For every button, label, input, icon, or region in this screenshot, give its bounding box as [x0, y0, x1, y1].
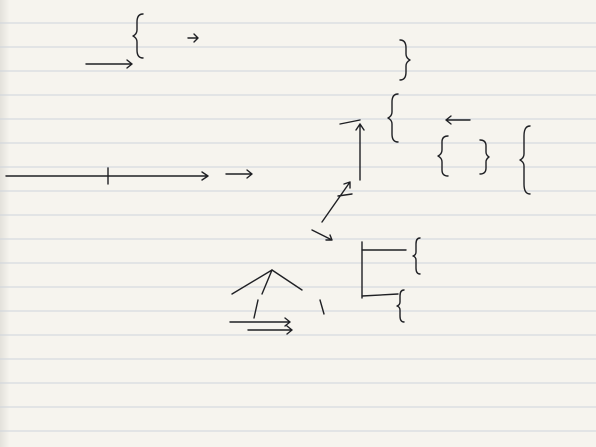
arrow-top — [187, 33, 199, 43]
brace-far-right — [519, 125, 531, 195]
lower-branch-2 — [361, 293, 399, 297]
brace-parliament-right — [479, 139, 490, 175]
arrow-second-line — [85, 59, 133, 69]
brace-parliament — [437, 135, 449, 177]
brace-government — [387, 93, 399, 143]
page-shadow — [0, 0, 10, 447]
tree-mid-down — [253, 299, 259, 319]
lower-small-brace — [412, 237, 421, 275]
arrow-vs-us — [311, 229, 333, 241]
arrow-to-postwar — [225, 169, 253, 179]
tree-root-right — [271, 269, 303, 291]
bottom-arrow-1 — [229, 317, 291, 327]
bottom-arrow-2 — [247, 325, 293, 335]
tree-root-mid — [261, 269, 273, 295]
brace-right-top — [399, 39, 411, 81]
arrow-state-form — [337, 193, 353, 197]
state-vertical — [355, 123, 365, 181]
tree-root-left — [231, 269, 273, 295]
notebook-brand — [568, 352, 578, 412]
brace-top — [132, 13, 144, 59]
arrow-up-to-state — [321, 181, 351, 223]
tree-right-down — [319, 299, 325, 315]
arrow-to-assembly — [445, 115, 471, 125]
timeline-main — [5, 171, 209, 181]
lower-small-brace-2 — [396, 289, 405, 323]
arrow-government-left — [339, 119, 361, 125]
